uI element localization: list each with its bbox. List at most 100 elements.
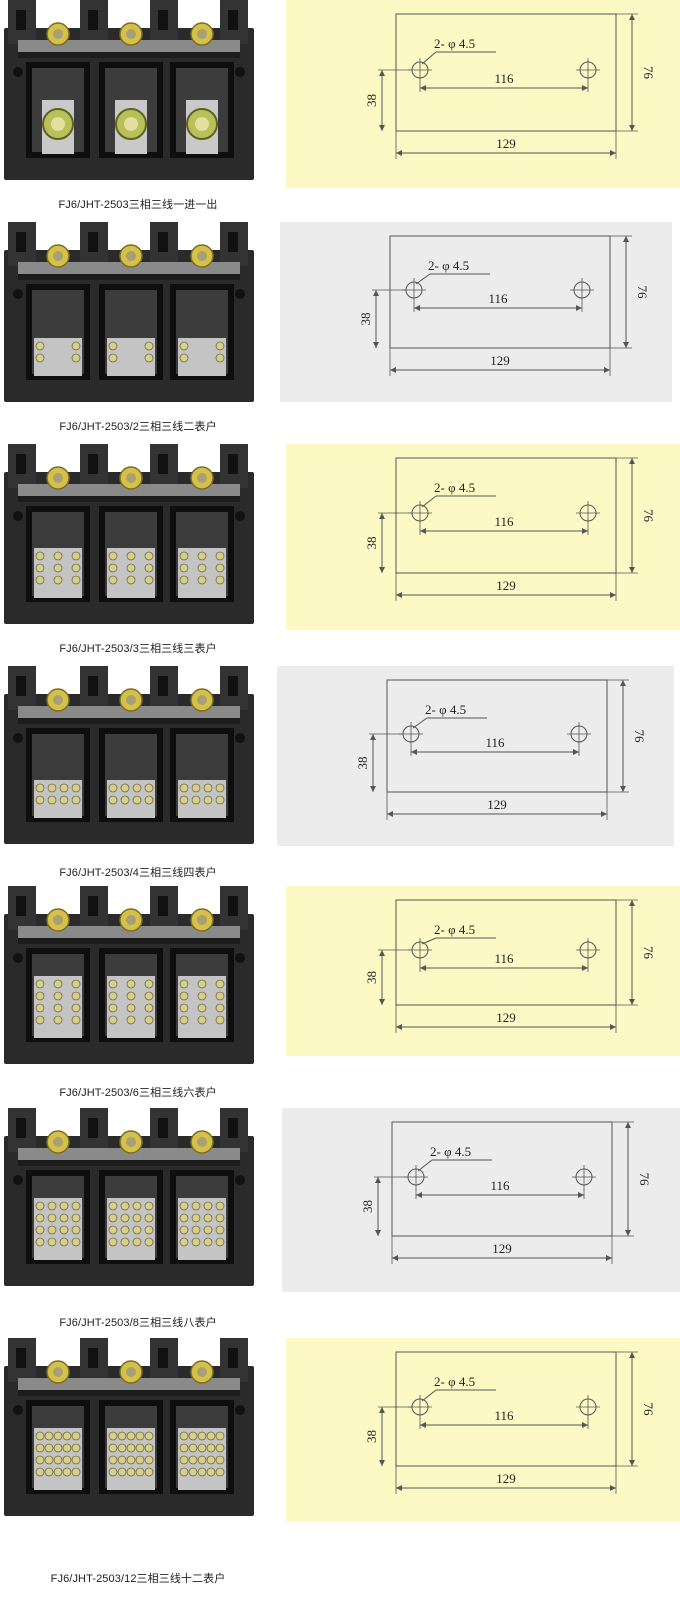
terminal-screw <box>108 575 118 585</box>
bus-bar <box>18 1148 240 1162</box>
terminal-screw <box>197 979 207 989</box>
terminal-screw <box>191 795 201 805</box>
holes-label: 2- φ 4.5 <box>434 1374 475 1389</box>
height-label: 76 <box>641 1403 656 1417</box>
mount-hole <box>13 67 23 77</box>
terminal-screw <box>53 991 63 1001</box>
terminal-screw <box>135 1467 145 1477</box>
terminal-screw <box>71 1443 81 1453</box>
terminal-screw <box>35 1201 45 1211</box>
terminal-screw <box>108 1201 118 1211</box>
terminal-screw <box>35 1213 45 1223</box>
plate-outline <box>389 235 611 349</box>
width-label: 129 <box>487 797 507 812</box>
terminal-screw <box>62 1455 72 1465</box>
terminal-screw <box>126 1443 136 1453</box>
terminal-screw <box>132 783 142 793</box>
terminal-screw <box>44 1443 54 1453</box>
terminal-screw <box>47 795 57 805</box>
terminal-screw <box>215 1015 225 1025</box>
terminal-screw <box>71 991 81 1001</box>
hole-height-label: 38 <box>364 537 379 550</box>
terminal-screw <box>179 991 189 1001</box>
terminal-screw <box>179 1443 189 1453</box>
terminal-screw <box>108 353 118 363</box>
terminal-screw <box>179 1225 189 1235</box>
terminal-screw <box>144 1455 154 1465</box>
terminal-screw <box>71 1201 81 1211</box>
terminal-screw <box>126 1015 136 1025</box>
terminal-screw <box>188 1455 198 1465</box>
terminal-screw <box>53 1015 63 1025</box>
terminal-screw <box>191 1237 201 1247</box>
terminal-screw <box>203 1213 213 1223</box>
terminal-screw <box>215 341 225 351</box>
terminal-screw <box>191 1213 201 1223</box>
terminal-screw <box>215 1213 225 1223</box>
height-label: 76 <box>641 946 656 960</box>
terminal-screw <box>53 979 63 989</box>
terminal-screw <box>144 353 154 363</box>
pitch-label: 116 <box>485 735 505 750</box>
terminal-screw <box>108 795 118 805</box>
terminal-screw <box>144 1213 154 1223</box>
plate-outline <box>395 899 617 1006</box>
terminal-screw <box>215 1443 225 1453</box>
terminal-screw <box>188 1443 198 1453</box>
terminal-screw <box>179 1455 189 1465</box>
terminal-screw <box>126 1003 136 1013</box>
height-label: 76 <box>632 730 647 744</box>
terminal-screw <box>197 551 207 561</box>
terminal-screw <box>71 1237 81 1247</box>
bus-bar <box>18 1378 240 1392</box>
height-label: 76 <box>641 66 656 80</box>
pitch-label: 116 <box>488 291 508 306</box>
terminal-screw <box>120 1225 130 1235</box>
mount-hole <box>13 953 23 963</box>
product-caption: FJ6/JHT-2503三相三线一进一出 <box>58 199 218 211</box>
terminal-screw <box>120 1213 130 1223</box>
terminal-screw <box>144 575 154 585</box>
holes-label: 2- φ 4.5 <box>428 258 469 273</box>
product-caption: FJ6/JHT-2503/2三相三线二表户 <box>59 421 217 433</box>
width-label: 129 <box>496 1471 516 1486</box>
terminal-screw <box>53 1431 63 1441</box>
terminal-screw <box>35 1003 45 1013</box>
terminal-screw <box>126 979 136 989</box>
terminal-screw <box>120 783 130 793</box>
terminal-screw <box>35 563 45 573</box>
terminal-screw <box>197 575 207 585</box>
product-caption: FJ6/JHT-2503/8三相三线八表户 <box>59 1317 217 1329</box>
terminal-screw <box>179 1237 189 1247</box>
terminal-block-photo <box>4 222 262 402</box>
terminal-screw <box>47 1225 57 1235</box>
terminal-screw <box>35 1431 45 1441</box>
holes-label: 2- φ 4.5 <box>434 36 475 51</box>
terminal-screw <box>206 1455 216 1465</box>
terminal-screw <box>35 353 45 363</box>
holes-label: 2- φ 4.5 <box>434 480 475 495</box>
terminal-screw <box>108 1225 118 1235</box>
terminal-screw <box>197 1443 207 1453</box>
terminal-screw <box>179 1213 189 1223</box>
terminal-screw <box>203 795 213 805</box>
terminal-screw <box>35 551 45 561</box>
product-caption: FJ6/JHT-2503/12三相三线十二表户 <box>50 1573 226 1585</box>
terminal-screw <box>71 353 81 363</box>
mount-hole <box>235 733 245 743</box>
mount-hole <box>13 733 23 743</box>
terminal-screw <box>197 1467 207 1477</box>
bus-bar <box>18 926 240 940</box>
terminal-screw <box>179 551 189 561</box>
terminal-screw <box>144 1201 154 1211</box>
plate-outline <box>391 1121 613 1237</box>
width-label: 129 <box>490 353 510 368</box>
terminal-screw <box>35 979 45 989</box>
